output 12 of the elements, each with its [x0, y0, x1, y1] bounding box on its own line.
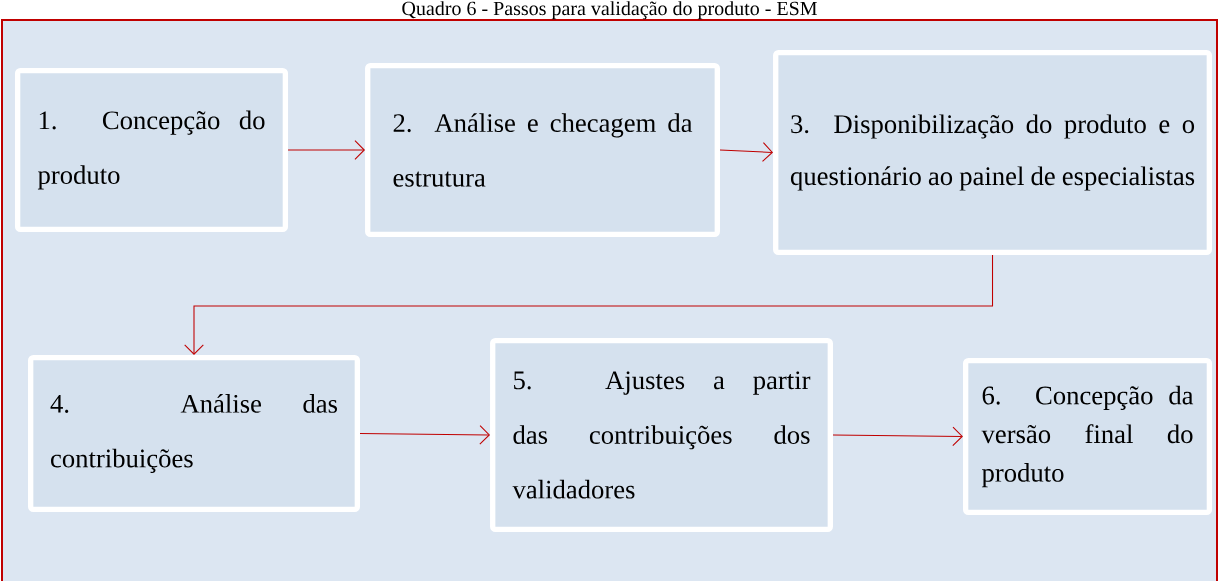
arrow — [719, 142, 774, 162]
arrow — [359, 425, 491, 445]
arrow — [287, 140, 366, 160]
process-box: 3. Disponibilização do produto e o questionário ao painel de especialistas — [773, 49, 1212, 256]
process-box: 1. Concepção do produto — [14, 68, 289, 232]
arrow — [832, 426, 963, 447]
process-box: 2. Análise e checagem da estrutura — [365, 63, 720, 237]
process-box: 6. Concepção da versão final do produto — [963, 357, 1213, 516]
title: Quadro 6 - Passos para validação do produto - ESM — [402, 1, 817, 20]
process-box: 4. Análise das contribuições — [28, 354, 360, 513]
arrow — [184, 254, 994, 355]
process-box: 5. Ajustes a partir das contribuições dos validadores — [490, 338, 833, 532]
